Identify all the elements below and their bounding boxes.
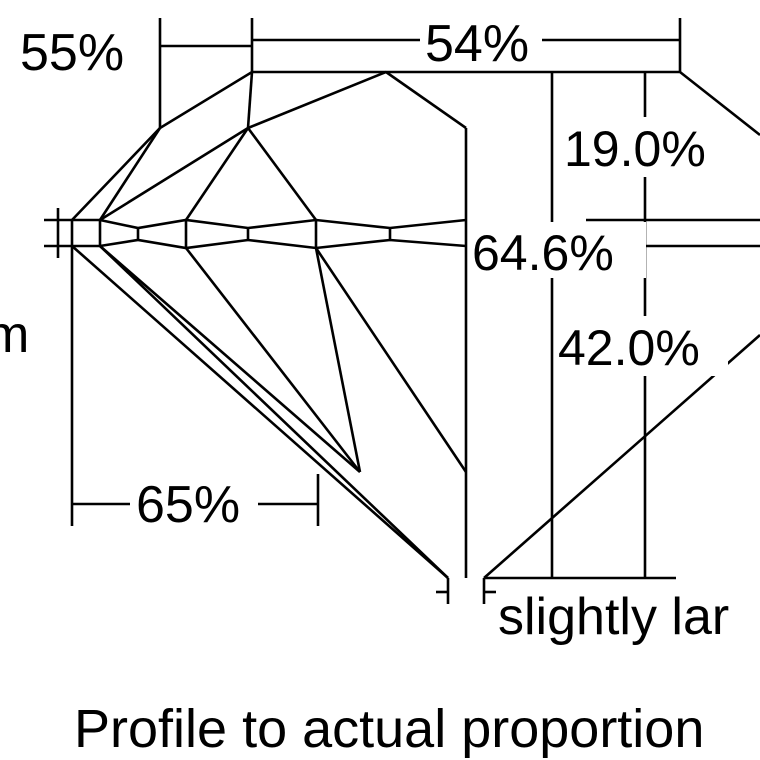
crown-angle-label: 55% [20, 24, 124, 82]
diagram-caption: Profile to actual proportion [74, 699, 704, 759]
table-percent-label: 54% [425, 15, 529, 73]
total-depth-label: 64.6% [472, 225, 614, 281]
pavilion-angle-label: 65% [136, 476, 240, 534]
pavilion-depth-label: 42.0% [558, 320, 700, 376]
crown-facets [98, 70, 468, 578]
left-edge-partial-label: m [0, 306, 29, 364]
crown-height-label: 19.0% [564, 121, 706, 177]
girdle-top [72, 218, 467, 230]
girdle-bottom [72, 238, 467, 250]
girdle-band [72, 218, 760, 250]
pavilion-left-edge [71, 245, 449, 579]
culet-note-label: slightly lar [498, 588, 729, 646]
pavilion-facets [99, 245, 468, 579]
